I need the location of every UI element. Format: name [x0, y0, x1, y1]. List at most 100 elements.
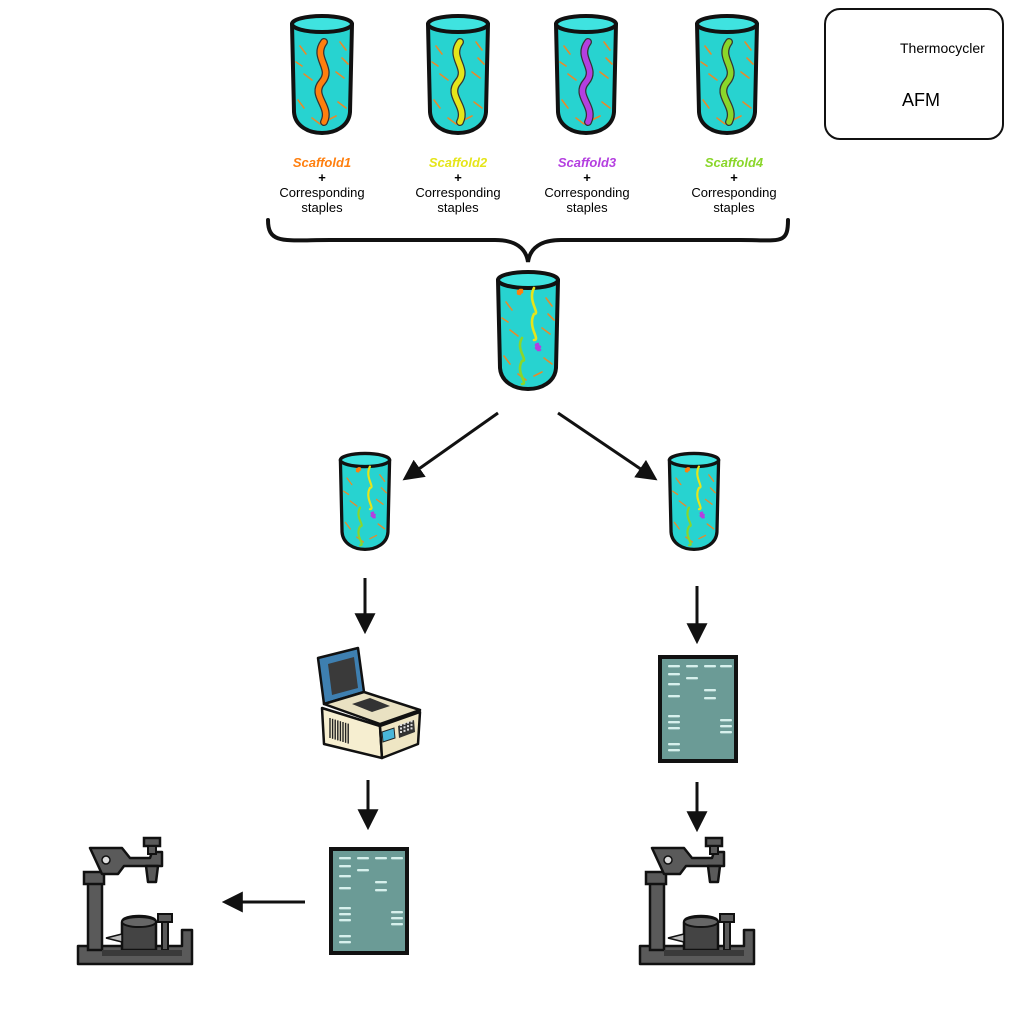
- gel-band: [375, 889, 387, 892]
- staple-strand: [299, 45, 307, 55]
- staple-strand: [505, 301, 513, 311]
- staple-strand: [567, 73, 577, 81]
- afm-stage-plate: [664, 950, 744, 956]
- scaffold-strand: [370, 511, 376, 519]
- gel-band: [339, 857, 351, 860]
- gel-band: [668, 721, 680, 724]
- staple-strand: [439, 73, 449, 81]
- tube-mixed: [496, 270, 560, 391]
- gel-band: [391, 857, 403, 860]
- tube-opening: [496, 270, 560, 290]
- staple-strand: [732, 115, 742, 121]
- staple-strand: [591, 115, 601, 121]
- plus-sign: +: [318, 170, 326, 185]
- afm-stage-top: [683, 916, 719, 928]
- gel-band: [668, 743, 680, 746]
- scaffold-strand: [451, 39, 465, 125]
- keypad-key: [410, 720, 413, 723]
- scaffold-strand: [686, 506, 692, 547]
- gel-band: [704, 697, 716, 700]
- afm-knob: [663, 855, 673, 865]
- gel-band: [391, 917, 403, 920]
- tube-body: [338, 458, 392, 552]
- gel-band: [720, 731, 732, 734]
- keypad-key: [400, 731, 402, 733]
- keypad-key: [403, 726, 406, 729]
- staple-strand: [377, 523, 386, 530]
- gel-band: [720, 719, 732, 722]
- staple-strand: [533, 371, 543, 377]
- gel-band: [375, 857, 387, 860]
- staple-strand: [463, 115, 473, 121]
- staples-line-2: staples: [301, 200, 343, 215]
- staple-strand: [475, 41, 483, 51]
- gel-band: [391, 911, 403, 914]
- tube-scaffold-2: [426, 14, 490, 135]
- afm-lever: [667, 933, 685, 943]
- staple-strand: [379, 474, 386, 482]
- scaffold-name: Scaffold3: [557, 155, 617, 170]
- legend-box: Thermocycler AFM: [824, 8, 1004, 140]
- staple-strand: [744, 41, 752, 51]
- tube-right-branch: [667, 451, 721, 552]
- scaffold-strand: [684, 467, 691, 473]
- staple-strand: [561, 99, 569, 109]
- gel-band: [339, 887, 351, 890]
- staples-line-2: staples: [713, 200, 755, 215]
- staple-strand: [746, 57, 754, 65]
- staple-strand: [337, 101, 347, 109]
- staple-strand: [541, 327, 551, 335]
- label-scaffold-2: Scaffold2 + Corresponding staples: [388, 155, 528, 215]
- staple-strand: [603, 41, 611, 51]
- scaffold-strand: [720, 39, 734, 125]
- staple-strand: [575, 117, 585, 125]
- afm-head-neck: [147, 845, 157, 855]
- scaffold-strand: [315, 39, 329, 125]
- tube-scaffold-3: [554, 14, 618, 135]
- scaffold-strand: [357, 506, 363, 547]
- staple-strand: [471, 71, 481, 79]
- afm-post-cap: [719, 913, 735, 923]
- gel-band: [668, 727, 680, 730]
- afm-column-collar: [82, 870, 106, 886]
- staple-strand: [675, 477, 682, 486]
- afm-column-collar: [644, 870, 668, 886]
- gel-band: [668, 683, 680, 686]
- staple-strand: [678, 500, 687, 507]
- arrow-split-right: [557, 411, 658, 481]
- arrow-split-left: [402, 411, 499, 481]
- afm-head-cap: [704, 836, 724, 848]
- gel-band: [720, 665, 732, 668]
- staple-strand: [704, 45, 712, 55]
- tube-opening: [554, 14, 618, 34]
- thermocycler-block: [352, 698, 390, 712]
- staple-strand: [559, 61, 567, 67]
- afm-head-neck: [709, 845, 719, 855]
- keypad-key: [407, 725, 409, 728]
- gel-band: [339, 919, 351, 922]
- scaffold-strand: [518, 336, 526, 386]
- tube-body: [496, 278, 560, 391]
- gel-band: [339, 875, 351, 878]
- keypad-key: [400, 724, 402, 726]
- staple-strand: [501, 317, 509, 323]
- afm-head-cap: [142, 836, 162, 848]
- staples-line-1: Corresponding: [544, 185, 630, 200]
- gel-electrophoresis-right: [658, 655, 738, 763]
- afm-icon-left: [76, 836, 194, 966]
- scaffold-strand: [534, 342, 542, 352]
- afm-stage-plate: [102, 950, 182, 956]
- staple-strand: [295, 61, 303, 67]
- tube-opening: [338, 451, 392, 469]
- staple-strand: [344, 521, 351, 530]
- staple-strand: [700, 61, 708, 67]
- afm-probe: [144, 864, 160, 884]
- keypad-key: [400, 727, 402, 730]
- gel-slab: [329, 847, 409, 955]
- staple-strand: [740, 71, 750, 79]
- afm-probe: [706, 864, 722, 884]
- staple-strand: [509, 329, 519, 337]
- gel-slab: [658, 655, 738, 763]
- gel-band: [668, 749, 680, 752]
- afm-arm: [650, 846, 726, 876]
